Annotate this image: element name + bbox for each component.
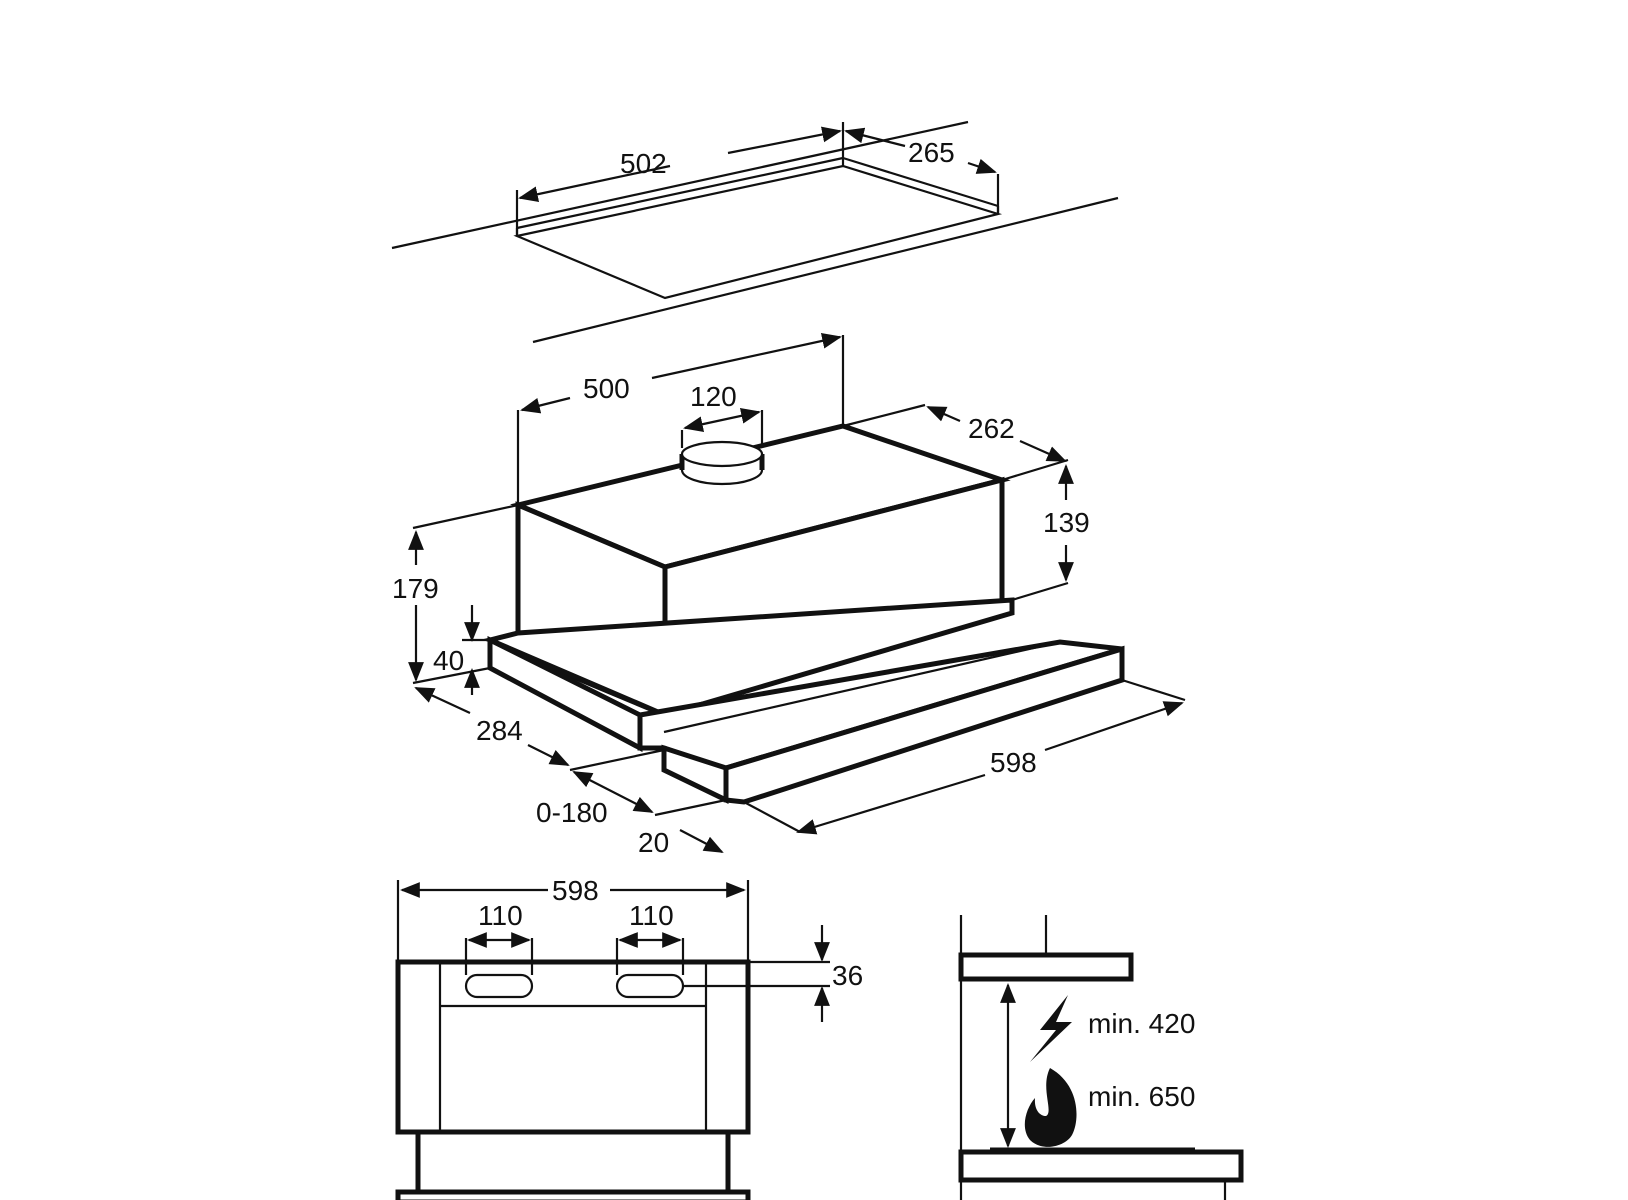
clearance-view [958, 915, 1244, 1200]
left-mount-label: 110 [478, 900, 523, 931]
cutout-view [391, 120, 1119, 344]
total-height-label: 179 [392, 573, 439, 604]
right-mount-label: 110 [629, 900, 674, 931]
mount-height-label: 36 [832, 960, 863, 991]
lightning-bolt-icon [1030, 995, 1072, 1062]
extension-range-label: 0-180 [536, 797, 608, 828]
flame-icon [1024, 1068, 1077, 1147]
body-height-label: 139 [1043, 507, 1090, 538]
total-width-label: 598 [990, 747, 1037, 778]
total-depth-label: 284 [476, 715, 523, 746]
body-width-label: 500 [583, 373, 630, 404]
front-view [395, 880, 830, 1200]
duct-diameter-label: 120 [690, 381, 737, 412]
hood-perspective-view [408, 333, 1186, 853]
front-width-label: 598 [552, 875, 599, 906]
gas-clearance-label: min. 650 [1088, 1081, 1195, 1112]
body-depth-label: 262 [968, 413, 1015, 444]
base-height-label: 40 [433, 645, 464, 676]
cutout-width-label: 502 [620, 148, 667, 179]
front-panel-label: 20 [638, 827, 669, 858]
electric-clearance-label: min. 420 [1088, 1008, 1195, 1039]
cutout-depth-label: 265 [908, 137, 955, 168]
